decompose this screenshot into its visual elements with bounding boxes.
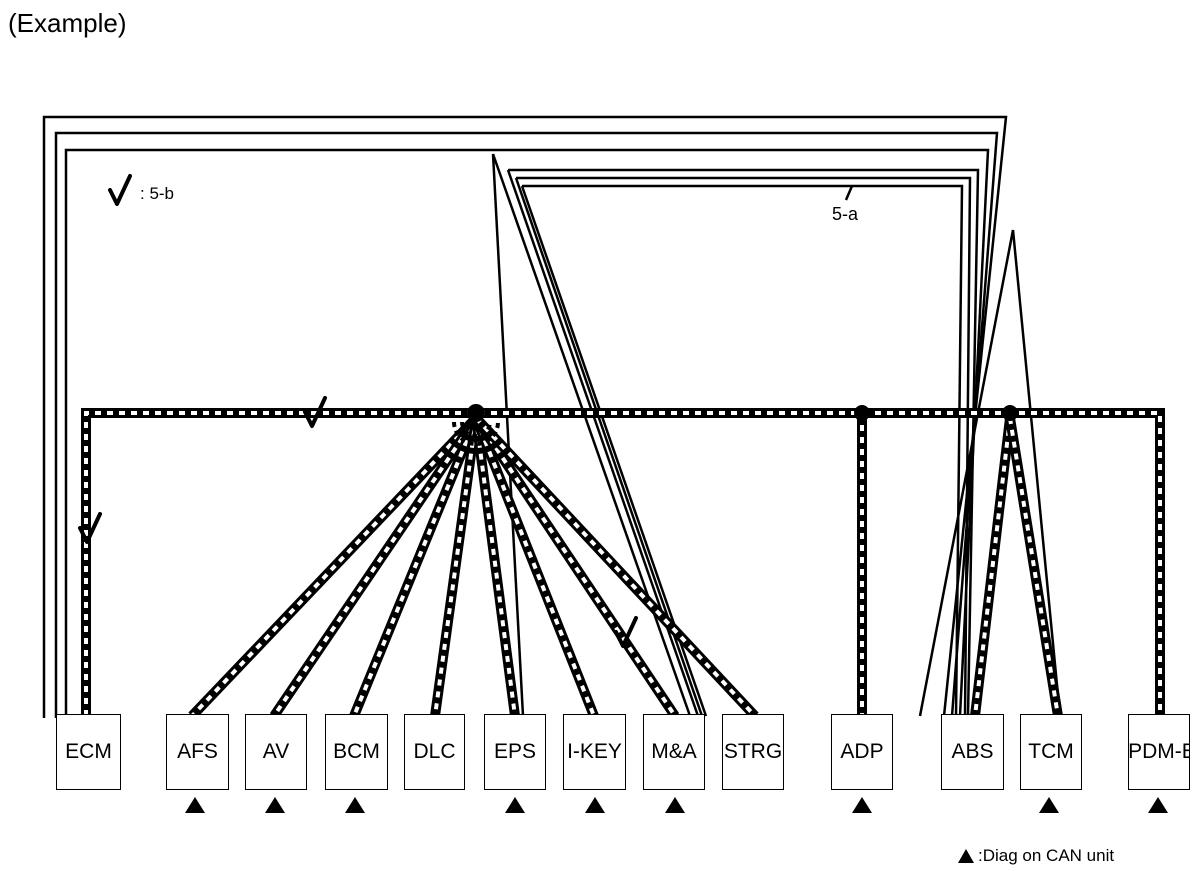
harness-wire bbox=[491, 153, 525, 717]
diag-triangle-icon bbox=[958, 849, 974, 863]
can-bus-line-inner bbox=[474, 417, 517, 717]
harness-wire bbox=[516, 176, 972, 717]
can-bus-line-inner bbox=[433, 417, 478, 717]
check-mark-icon bbox=[78, 512, 102, 544]
harness-wire bbox=[506, 169, 700, 717]
harness-wire bbox=[508, 168, 980, 717]
harness-wire bbox=[1011, 229, 1062, 717]
harness-wire bbox=[844, 185, 854, 201]
can-bus-line-inner bbox=[272, 416, 478, 718]
check-mark-icon bbox=[303, 396, 327, 428]
can-bus-line-inner bbox=[84, 411, 1162, 716]
check-mark-icon bbox=[614, 616, 638, 648]
unit-strg: STRG bbox=[722, 714, 784, 790]
legend-label: :Diag on CAN unit bbox=[978, 846, 1115, 865]
unit-abs: ABS bbox=[941, 714, 1004, 790]
unit-av: AV bbox=[245, 714, 307, 790]
diag-mark-bcm-icon bbox=[345, 797, 365, 813]
unit-ipdme: IPDM-E bbox=[1128, 714, 1190, 790]
splice-arc bbox=[460, 421, 492, 438]
junction-dot bbox=[467, 404, 485, 422]
diag-mark-tcm-icon bbox=[1039, 797, 1059, 813]
can-bus-line-inner bbox=[474, 417, 596, 717]
can-bus-line-inner bbox=[973, 417, 1012, 717]
diag-mark-ikey-icon bbox=[585, 797, 605, 813]
legend: :Diag on CAN unit bbox=[958, 846, 1114, 866]
harness-wire bbox=[491, 153, 692, 717]
diag-mark-adp-icon bbox=[852, 797, 872, 813]
can-bus-line bbox=[81, 408, 1165, 716]
check-mark-icon bbox=[108, 174, 132, 206]
unit-afs: AFS bbox=[166, 714, 229, 790]
diag-mark-afs-icon bbox=[185, 797, 205, 813]
unit-ikey: I-KEY bbox=[563, 714, 626, 790]
can-bus-line-inner bbox=[474, 416, 757, 718]
unit-adp: ADP bbox=[831, 714, 893, 790]
harness-wire bbox=[64, 148, 990, 718]
check-mark-legend-label: : 5-b bbox=[140, 184, 175, 203]
unit-ecm: ECM bbox=[56, 714, 121, 790]
page-title: (Example) bbox=[8, 8, 127, 38]
unit-eps: EPS bbox=[484, 714, 546, 790]
unit-ma: M&A bbox=[643, 714, 705, 790]
unit-dlc: DLC bbox=[404, 714, 465, 790]
can-bus-line-inner bbox=[190, 416, 478, 718]
diag-mark-av-icon bbox=[265, 797, 285, 813]
can-bus-line-inner bbox=[352, 417, 478, 717]
diag-mark-ma-icon bbox=[665, 797, 685, 813]
junction-dot bbox=[854, 405, 870, 421]
harness-wire bbox=[918, 229, 1015, 717]
can-bus-line-inner bbox=[1008, 417, 1060, 717]
diag-mark-ipdme-icon bbox=[1148, 797, 1168, 813]
diag-mark-eps-icon bbox=[505, 797, 525, 813]
harness-wire bbox=[522, 184, 964, 717]
junction-dot bbox=[1002, 405, 1018, 421]
unit-tcm: TCM bbox=[1020, 714, 1082, 790]
unit-bcm: BCM bbox=[325, 714, 388, 790]
can-bus-line bbox=[471, 415, 680, 719]
harness-label-5a: 5-a bbox=[832, 204, 859, 224]
